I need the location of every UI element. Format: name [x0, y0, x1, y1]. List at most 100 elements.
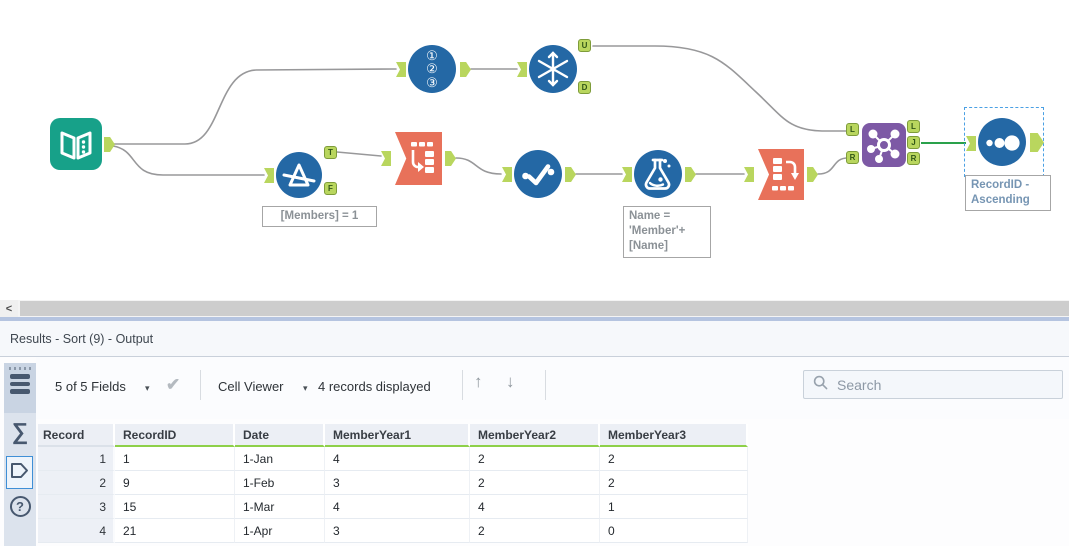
workflow-canvas[interactable]: ① ② ③ U D [0, 0, 1069, 300]
sort-dots-icon [978, 118, 1026, 166]
table-cell[interactable]: 2 [470, 471, 600, 495]
tool-join[interactable] [862, 123, 906, 167]
record-id-output-anchor[interactable] [460, 62, 471, 77]
select-check-icon [514, 150, 562, 198]
join-hub-icon [862, 123, 906, 167]
tool-select[interactable] [514, 150, 562, 198]
sort-annotation[interactable]: RecordID - Ascending [965, 175, 1051, 212]
filter-input-anchor[interactable] [264, 168, 274, 183]
formula-input-anchor[interactable] [622, 167, 632, 182]
table-cell[interactable]: 9 [115, 471, 235, 495]
wire-crosstab-to-join[interactable] [817, 157, 849, 175]
table-cell[interactable]: 1-Apr [235, 519, 325, 543]
tool-record-id[interactable]: ① ② ③ [408, 45, 456, 93]
panel-splitter[interactable] [0, 317, 1069, 321]
scrollbar-thumb[interactable] [20, 301, 1069, 316]
join-join-output-anchor[interactable]: J [907, 136, 920, 149]
record-id-input-anchor[interactable] [396, 62, 406, 77]
wire-input-to-filter[interactable] [112, 145, 265, 176]
search-input[interactable] [835, 375, 1062, 394]
scroll-left-button[interactable]: < [0, 300, 18, 317]
help-button[interactable]: ? [4, 496, 36, 517]
apply-check-icon[interactable]: ✔ [166, 375, 181, 394]
crosstab-input-anchor[interactable] [744, 167, 754, 182]
results-panel: ∑ ? 5 of 5 Fields ▾ ✔ Cell Viewer ▾ 4 re… [0, 357, 1069, 546]
record-id-123-icon: ① ② ③ [426, 47, 438, 90]
transpose-output-anchor[interactable] [445, 151, 456, 166]
filter-annotation[interactable]: [Members] = 1 [262, 206, 377, 228]
join-right-output-anchor[interactable]: R [907, 152, 920, 165]
table-cell[interactable]: 1-Jan [235, 447, 325, 471]
row-number-cell[interactable]: 3 [38, 495, 115, 519]
panel-grip-handle[interactable] [4, 363, 36, 413]
table-cell[interactable]: 2 [470, 447, 600, 471]
row-number-cell[interactable]: 1 [38, 447, 115, 471]
filter-false-anchor[interactable]: F [324, 182, 337, 195]
select-input-anchor[interactable] [502, 167, 512, 182]
table-cell[interactable]: 4 [325, 495, 470, 519]
row-number-cell[interactable]: 4 [38, 519, 115, 543]
tool-formula[interactable] [634, 150, 682, 198]
help-icon: ? [9, 496, 31, 517]
join-left-input-anchor[interactable]: L [846, 123, 859, 136]
unique-d-anchor[interactable]: D [578, 81, 591, 94]
sort-input-anchor[interactable] [966, 136, 976, 151]
tool-unique[interactable] [529, 45, 577, 93]
table-cell[interactable]: 1 [600, 495, 748, 519]
table-cell[interactable]: 1-Feb [235, 471, 325, 495]
scroll-up-button[interactable]: ↑ [474, 372, 483, 391]
column-header-memberyear3[interactable]: MemberYear3 [600, 424, 748, 447]
fields-caret-icon[interactable]: ▾ [145, 383, 150, 393]
table-cell[interactable]: 1 [115, 447, 235, 471]
filter-funnel-icon [276, 152, 322, 198]
metadata-view-button[interactable]: ∑ [11, 418, 29, 444]
table-cell[interactable]: 2 [600, 447, 748, 471]
table-cell[interactable]: 4 [325, 447, 470, 471]
filter-true-anchor[interactable]: T [324, 146, 337, 159]
column-header-date[interactable]: Date [235, 424, 325, 447]
select-output-anchor[interactable] [565, 167, 576, 182]
column-header-recordid[interactable]: RecordID [115, 424, 235, 447]
wire-input-to-recordid[interactable] [112, 68, 397, 145]
table-cell[interactable]: 15 [115, 495, 235, 519]
tool-text-input[interactable] [50, 118, 102, 170]
column-header-memberyear1[interactable]: MemberYear1 [325, 424, 470, 447]
table-cell[interactable]: 3 [325, 471, 470, 495]
transpose-input-anchor[interactable] [381, 151, 391, 166]
table-cell[interactable]: 2 [470, 519, 600, 543]
row-number-cell[interactable]: 2 [38, 471, 115, 495]
join-left-output-anchor[interactable]: L [907, 120, 920, 133]
unique-input-anchor[interactable] [517, 62, 527, 77]
formula-output-anchor[interactable] [685, 167, 696, 182]
scroll-down-button[interactable]: ↓ [506, 372, 515, 391]
canvas-horizontal-scrollbar[interactable]: < [0, 300, 1069, 317]
sort-output-anchor[interactable] [1030, 133, 1044, 152]
table-cell[interactable]: 1-Mar [235, 495, 325, 519]
cell-viewer-caret-icon[interactable]: ▾ [303, 383, 308, 393]
cell-viewer-dropdown[interactable]: Cell Viewer [218, 379, 284, 394]
column-header-memberyear2[interactable]: MemberYear2 [470, 424, 600, 447]
tool-sort[interactable] [978, 118, 1026, 166]
fields-dropdown[interactable]: 5 of 5 Fields [55, 379, 126, 394]
join-right-input-anchor[interactable]: R [846, 151, 859, 164]
table-cell[interactable]: 21 [115, 519, 235, 543]
table-cell[interactable]: 0 [600, 519, 748, 543]
wire-transpose-to-select[interactable] [455, 157, 502, 175]
column-header-record[interactable]: Record [38, 424, 115, 447]
wire-filter-to-transpose[interactable] [336, 151, 382, 157]
tool-filter[interactable] [276, 152, 322, 198]
text-input-output-anchor[interactable] [104, 137, 115, 152]
search-box[interactable] [803, 370, 1063, 399]
wire-unique-to-join[interactable] [592, 45, 849, 132]
crosstab-output-anchor[interactable] [807, 167, 818, 182]
connection-wires [112, 45, 966, 176]
table-cell[interactable]: 4 [470, 495, 600, 519]
table-cell[interactable]: 3 [325, 519, 470, 543]
preview-view-button-selected[interactable] [6, 456, 33, 489]
unique-u-anchor[interactable]: U [578, 39, 591, 52]
formula-flask-icon [634, 150, 682, 198]
table-cell[interactable]: 2 [600, 471, 748, 495]
crosstab-icon [758, 149, 804, 200]
formula-annotation[interactable]: Name = 'Member'+ [Name] [623, 206, 711, 258]
